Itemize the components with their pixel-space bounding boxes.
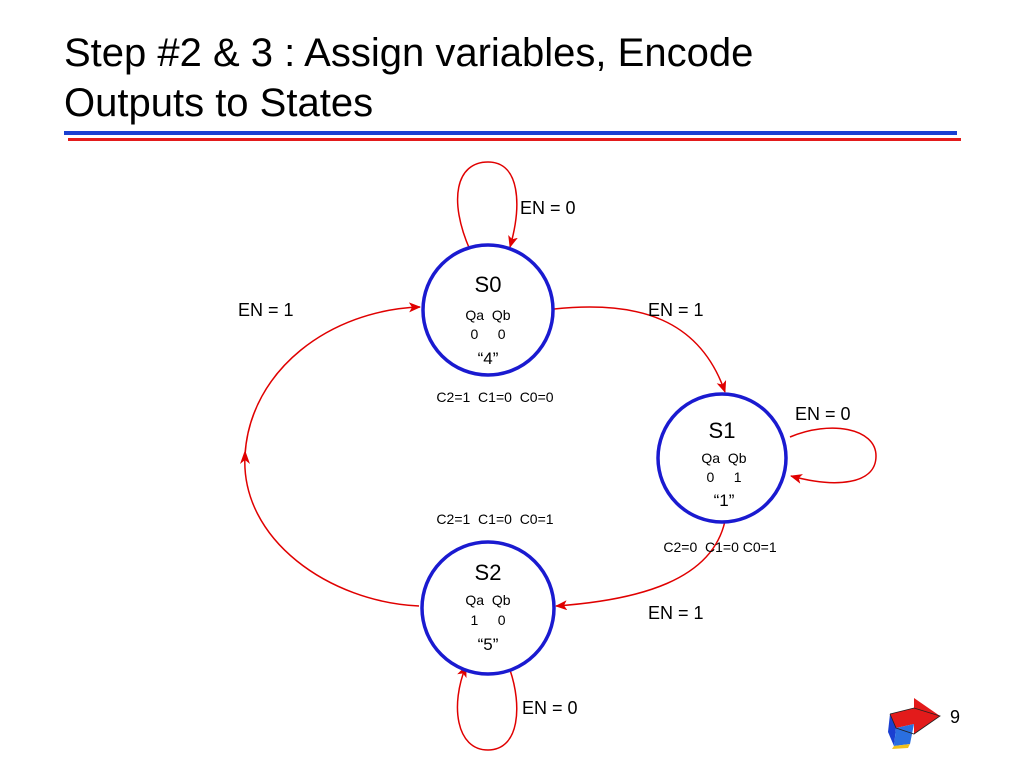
state-s2-circle bbox=[420, 540, 556, 676]
state-s2-outputs: C2=1 C1=0 C0=1 bbox=[436, 511, 553, 527]
s0-self-loop-arrow bbox=[456, 161, 518, 251]
state-s1-code: “1” bbox=[714, 491, 735, 510]
state-s0-name: S0 bbox=[475, 272, 502, 297]
label-s0-to-s1: EN = 1 bbox=[648, 300, 704, 320]
slide-title-line-2: Outputs to States bbox=[64, 81, 374, 125]
state-s1-circle bbox=[656, 392, 788, 524]
state-s1-name: S1 bbox=[709, 418, 736, 443]
slide-title: Step #2 & 3 : Assign variables, Encode O… bbox=[64, 28, 964, 128]
s0-to-s1-arrow bbox=[553, 306, 727, 393]
s2-to-s0-midpoint-arrowhead bbox=[240, 450, 250, 464]
state-s0-vals: 0 0 bbox=[470, 326, 505, 342]
s1-self-loop-arrow bbox=[789, 427, 877, 484]
state-s2-name: S2 bbox=[475, 560, 502, 585]
s1-to-s2-arrow bbox=[555, 520, 726, 611]
label-s2-self: EN = 0 bbox=[522, 698, 578, 718]
colored-arrow-logo-icon bbox=[888, 698, 941, 749]
state-s2-vals: 1 0 bbox=[470, 612, 505, 628]
label-s2-to-s0: EN = 1 bbox=[238, 300, 294, 320]
slide-title-line-1: Step #2 & 3 : Assign variables, Encode bbox=[64, 31, 754, 75]
title-underline-blue bbox=[64, 131, 957, 135]
state-s0-circle bbox=[421, 243, 555, 377]
state-s2-vars: Qa Qb bbox=[465, 592, 510, 608]
label-s1-to-s2: EN = 1 bbox=[648, 603, 704, 623]
state-s1-outputs: C2=0 C1=0 C0=1 bbox=[663, 539, 776, 555]
state-s0-outputs: C2=1 C1=0 C0=0 bbox=[436, 389, 553, 405]
state-s0-code: “4” bbox=[478, 349, 499, 368]
state-s1-vals: 0 1 bbox=[706, 469, 741, 485]
state-s0-vars: Qa Qb bbox=[465, 307, 510, 323]
label-s0-self: EN = 0 bbox=[520, 198, 576, 218]
s2-self-loop-arrow bbox=[456, 665, 518, 751]
s2-to-s0-arrow bbox=[244, 302, 421, 607]
page-number: 9 bbox=[950, 707, 961, 727]
state-s2-code: “5” bbox=[478, 635, 499, 654]
state-s1-vars: Qa Qb bbox=[701, 450, 746, 466]
title-underline-red bbox=[68, 138, 961, 141]
label-s1-self: EN = 0 bbox=[795, 404, 851, 424]
